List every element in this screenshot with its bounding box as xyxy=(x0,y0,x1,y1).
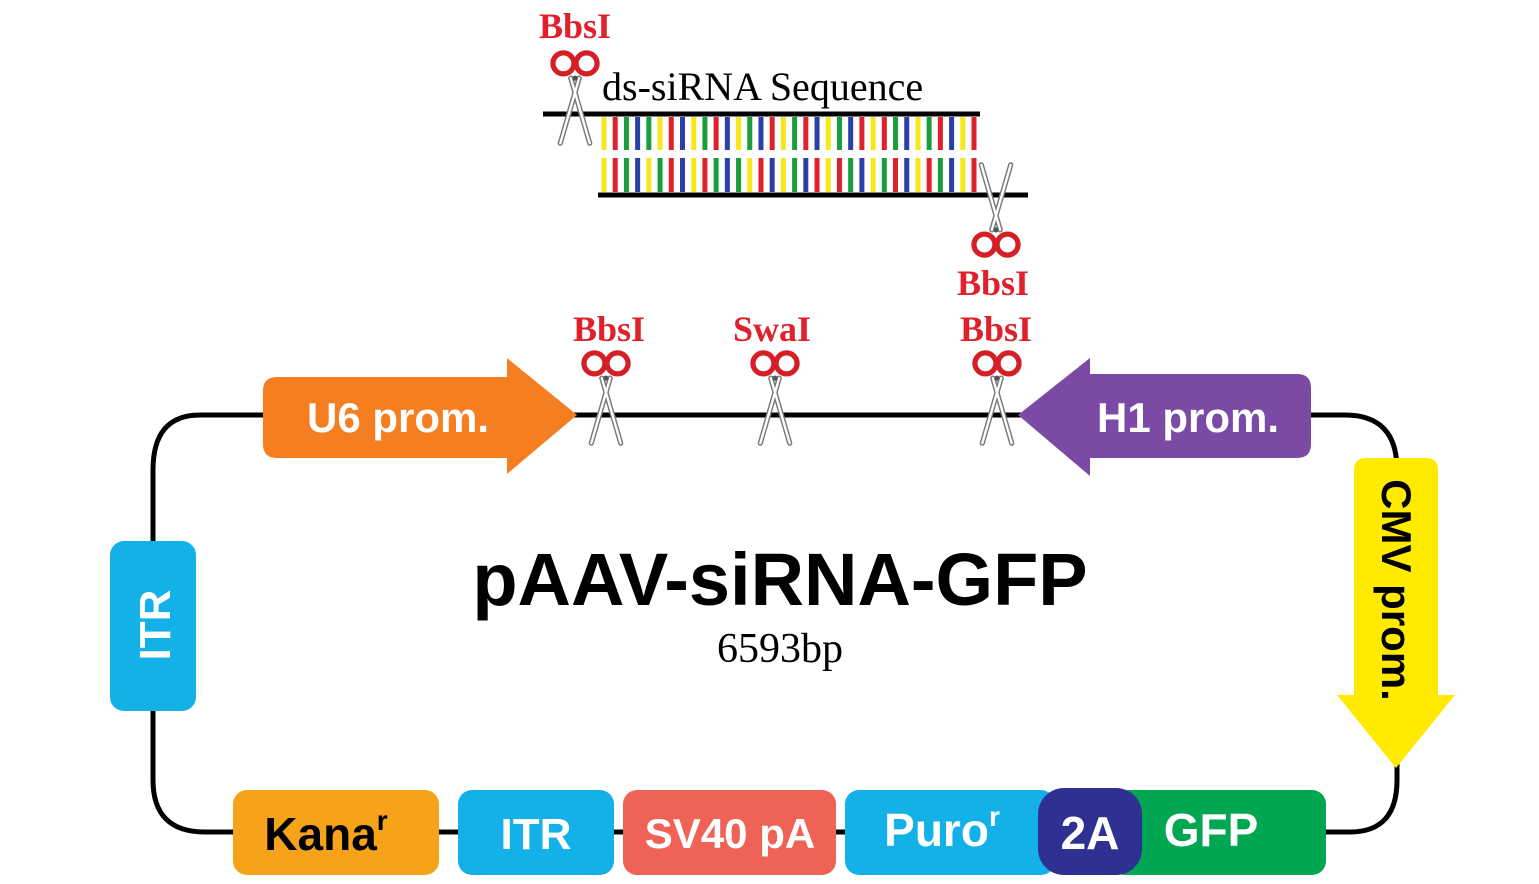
kana-label: Kanar xyxy=(264,805,387,860)
site-2-label: SwaI xyxy=(733,309,811,349)
kana-box xyxy=(233,790,439,875)
itr-left-label: ITR xyxy=(131,590,180,661)
cmv-promoter-label: CMV prom. xyxy=(1373,479,1420,701)
plasmid-title: pAAV-siRNA-GFP xyxy=(472,538,1087,621)
kana-superscript: r xyxy=(377,805,388,836)
plasmid-size: 6593bp xyxy=(717,626,843,672)
puro-box xyxy=(845,790,1055,875)
t2a-label: 2A xyxy=(1061,807,1120,859)
insert-base-pairs-bottom xyxy=(601,158,977,192)
t2a-box xyxy=(1038,788,1142,875)
u6-promoter-label: U6 prom. xyxy=(307,394,489,441)
h1-promoter-label: H1 prom. xyxy=(1097,394,1279,441)
puro-label-text: Puro xyxy=(884,804,989,856)
sv40-box xyxy=(623,790,836,875)
kana-label-text: Kana xyxy=(264,808,377,860)
gfp-label: GFP xyxy=(1164,804,1259,856)
insert-bottom-enzyme-label: BbsI xyxy=(957,263,1029,303)
u6-promoter-arrow xyxy=(263,358,577,474)
sv40-label: SV40 pA xyxy=(645,810,815,857)
itr-bottom-box xyxy=(458,790,614,875)
puro-label: Puror xyxy=(884,801,1000,856)
insert-bottom-scissors-icon xyxy=(974,165,1018,255)
cmv-promoter-arrow xyxy=(1337,458,1455,768)
gfp-box xyxy=(1110,790,1326,875)
itr-bottom-label: ITR xyxy=(501,810,572,859)
site-3-label: BbsI xyxy=(960,309,1032,349)
site-1-scissors-icon xyxy=(584,353,628,443)
insert-top-scissors-icon xyxy=(553,53,597,143)
h1-promoter-arrow xyxy=(1018,358,1311,476)
site-2-scissors-icon xyxy=(753,353,797,443)
itr-left-box xyxy=(110,541,196,711)
puro-superscript: r xyxy=(989,801,1000,832)
site-1-label: BbsI xyxy=(573,309,645,349)
insert-base-pairs-top xyxy=(601,117,977,150)
insert-top-enzyme-label: BbsI xyxy=(539,6,611,46)
insert-label: ds-siRNA Sequence xyxy=(602,64,923,109)
plasmid-backbone xyxy=(150,412,1400,835)
site-3-scissors-icon xyxy=(975,353,1019,443)
